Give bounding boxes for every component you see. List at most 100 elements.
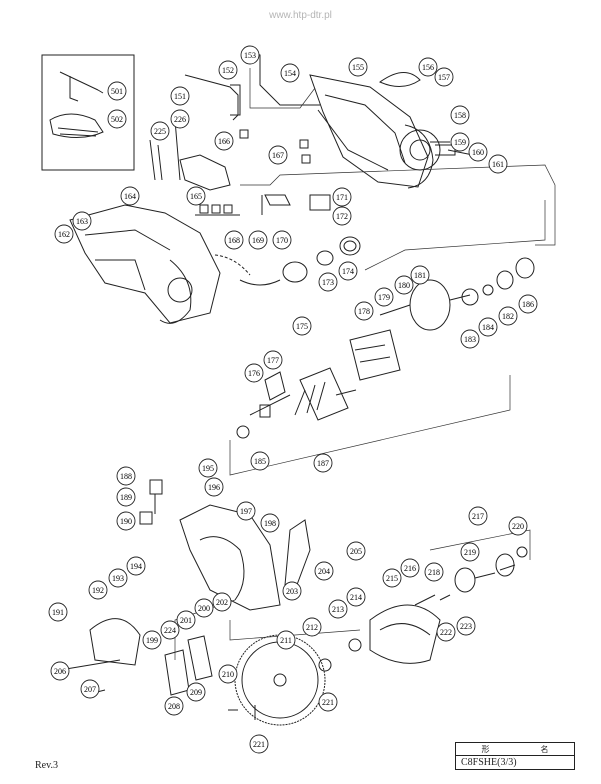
callout-circle-156 [418, 57, 438, 77]
callout-label-198: 198 [264, 519, 276, 528]
callout-circle-185 [250, 451, 270, 471]
callout-label-154: 154 [284, 69, 296, 78]
callout-label-215: 215 [386, 574, 398, 583]
callout-circle-157 [434, 67, 454, 87]
callout-circle-158 [450, 105, 470, 125]
callout-circle-172 [332, 206, 352, 226]
callout-label-197: 197 [240, 507, 252, 516]
callout-circle-155 [348, 57, 368, 77]
callout-label-221: 221 [322, 698, 334, 707]
callout-circle-206 [50, 661, 70, 681]
callout-label-169: 169 [252, 236, 264, 245]
callout-label-162: 162 [58, 230, 70, 239]
callout-label-217: 217 [472, 512, 484, 521]
callout-label-164: 164 [124, 192, 136, 201]
callout-label-170: 170 [276, 236, 288, 245]
callout-circle-188 [116, 466, 136, 486]
callout-circle-225 [150, 121, 170, 141]
callout-circle-226 [170, 109, 190, 129]
callout-label-212: 212 [306, 623, 318, 632]
callout-label-178: 178 [358, 307, 370, 316]
callout-label-184: 184 [482, 323, 494, 332]
callout-label-179: 179 [378, 293, 390, 302]
title-block-left-char: 形 [481, 744, 490, 754]
callout-circle-161 [488, 154, 508, 174]
callout-circle-195 [198, 458, 218, 478]
callout-circle-201 [176, 610, 196, 630]
callout-label-218: 218 [428, 568, 440, 577]
callout-label-153: 153 [244, 51, 256, 60]
revision-label: Rev.3 [35, 760, 58, 771]
callout-label-191: 191 [52, 608, 64, 617]
callout-circle-154 [280, 63, 300, 83]
callout-circle-169 [248, 230, 268, 250]
callout-label-202: 202 [216, 598, 228, 607]
callout-circle-203 [282, 581, 302, 601]
callout-circle-212 [302, 617, 322, 637]
callout-circle-196 [204, 477, 224, 497]
callout-label-166: 166 [218, 137, 230, 146]
callout-label-183: 183 [464, 335, 476, 344]
callout-label-220: 220 [512, 522, 524, 531]
callout-circle-221 [318, 692, 338, 712]
callout-circle-179 [374, 287, 394, 307]
callout-circle-163 [72, 211, 92, 231]
callout-label-165: 165 [190, 192, 202, 201]
callout-label-186: 186 [522, 300, 534, 309]
callout-circle-211 [276, 630, 296, 650]
callout-circle-170 [272, 230, 292, 250]
callout-label-226: 226 [174, 115, 186, 124]
callout-label-152: 152 [222, 66, 234, 75]
callout-circle-217 [468, 506, 488, 526]
callout-label-204: 204 [318, 567, 330, 576]
callout-circle-216 [400, 558, 420, 578]
callout-circle-151 [170, 86, 190, 106]
callout-circle-165 [186, 186, 206, 206]
callout-label-195: 195 [202, 464, 214, 473]
callout-label-216: 216 [404, 564, 416, 573]
callout-circle-207 [80, 679, 100, 699]
top-assembly-drawing [69, 49, 483, 324]
callout-circle-187 [313, 453, 333, 473]
callout-label-209: 209 [190, 688, 202, 697]
callout-circle-215 [382, 568, 402, 588]
callout-label-221-1: 221 [253, 740, 265, 749]
callout-circle-202 [212, 592, 232, 612]
callout-circle-200 [194, 598, 214, 618]
callout-label-213: 213 [332, 605, 344, 614]
callout-circle-153 [240, 45, 260, 65]
callout-label-501: 501 [111, 87, 123, 96]
callout-label-208: 208 [168, 702, 180, 711]
callout-circle-213 [328, 599, 348, 619]
callout-label-163: 163 [76, 217, 88, 226]
callout-circle-177 [263, 350, 283, 370]
callout-circle-205 [346, 541, 366, 561]
callout-label-193: 193 [112, 574, 124, 583]
model-number: C8FSHE(3/3) [461, 757, 517, 768]
callout-label-182: 182 [502, 312, 514, 321]
callout-label-151: 151 [174, 92, 186, 101]
callout-circle-194 [126, 556, 146, 576]
callout-label-502: 502 [111, 115, 123, 124]
title-block: 形 名 C8FSHE(3/3) [455, 742, 575, 770]
callout-circle-167 [268, 145, 288, 165]
callout-label-180: 180 [398, 281, 410, 290]
callout-circle-193 [108, 568, 128, 588]
callout-circle-224 [160, 620, 180, 640]
callout-label-206: 206 [54, 667, 66, 676]
callout-circle-152 [218, 60, 238, 80]
callout-circle-171 [332, 187, 352, 207]
callout-circle-210 [218, 664, 238, 684]
callout-circle-189 [116, 487, 136, 507]
callout-label-185: 185 [254, 457, 266, 466]
callout-circle-502 [107, 109, 127, 129]
callout-circle-176 [244, 363, 264, 383]
callout-label-207: 207 [84, 685, 96, 694]
callout-circle-180 [394, 275, 414, 295]
callout-label-222: 222 [440, 628, 452, 637]
callout-circle-192 [88, 580, 108, 600]
motor-assembly-drawing [236, 257, 535, 439]
callout-label-188: 188 [120, 472, 132, 481]
callout-circle-219 [460, 542, 480, 562]
